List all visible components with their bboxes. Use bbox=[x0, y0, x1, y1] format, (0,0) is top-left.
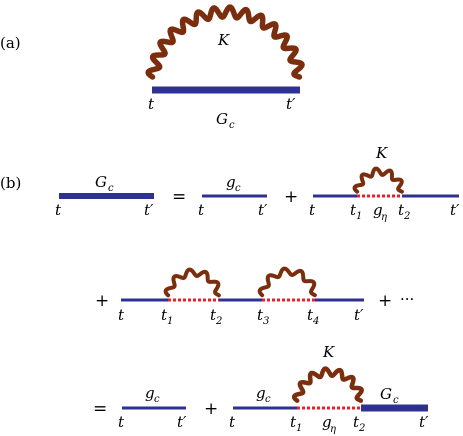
row2-leading-plus-sign: + bbox=[95, 291, 109, 311]
row2-t3-label: t 3 bbox=[257, 306, 269, 327]
row3-bare-t: t bbox=[118, 413, 125, 431]
panel-a-t-left: t bbox=[148, 95, 155, 113]
row3-kernel-label: K bbox=[322, 343, 335, 361]
svg-text:2: 2 bbox=[403, 211, 410, 222]
panel-a-kernel-wiggle bbox=[145, 4, 305, 80]
svg-text:2: 2 bbox=[215, 316, 222, 327]
row1-g-eta-label: g η bbox=[373, 201, 387, 223]
row1-lhs-t-prime: t′ bbox=[144, 201, 154, 219]
svg-text:g: g bbox=[226, 173, 236, 191]
row1-kernel-wiggle bbox=[352, 166, 404, 194]
svg-text:t: t bbox=[161, 306, 168, 324]
row2-t: t bbox=[118, 306, 125, 324]
row1-equals-sign: = bbox=[172, 187, 186, 207]
panel-a-t-right: t′ bbox=[286, 95, 296, 113]
row3-bare-propagator-label: g c bbox=[145, 384, 160, 405]
row2-t4-label: t 4 bbox=[307, 306, 319, 327]
panel-a-kernel-label: K bbox=[217, 31, 230, 49]
svg-text:g: g bbox=[256, 384, 266, 402]
svg-text:G: G bbox=[216, 110, 228, 128]
row3-equals-sign: = bbox=[93, 399, 107, 419]
svg-text:2: 2 bbox=[358, 423, 365, 434]
panel-a-propagator-label: G c bbox=[216, 110, 235, 131]
row2-trailing-plus-sign: + bbox=[378, 291, 392, 311]
svg-text:t: t bbox=[353, 413, 360, 431]
row1-bare-t-prime: t′ bbox=[258, 201, 268, 219]
svg-text:G: G bbox=[380, 385, 392, 403]
svg-text:1: 1 bbox=[356, 211, 362, 222]
svg-text:t: t bbox=[290, 413, 297, 431]
row2-kernel-wiggle-1 bbox=[163, 267, 221, 298]
row2-t1-label: t 1 bbox=[161, 306, 173, 327]
row3-t: t bbox=[229, 413, 236, 431]
row3-t2-label: t 2 bbox=[353, 413, 365, 434]
svg-text:η: η bbox=[330, 424, 336, 435]
row1-t2-label: t 2 bbox=[398, 201, 410, 222]
svg-text:c: c bbox=[235, 183, 241, 194]
row1-bare-propagator-label: g c bbox=[226, 173, 241, 194]
row1-kernel-label: K bbox=[375, 144, 388, 162]
svg-text:c: c bbox=[108, 183, 114, 194]
row3-bare-t-prime: t′ bbox=[177, 413, 187, 431]
row3-t-prime: t′ bbox=[419, 413, 429, 431]
svg-text:t: t bbox=[307, 306, 314, 324]
svg-text:c: c bbox=[154, 394, 160, 405]
svg-text:t: t bbox=[210, 306, 217, 324]
row1-t-prime: t′ bbox=[450, 201, 460, 219]
svg-text:η: η bbox=[381, 212, 387, 223]
svg-text:G: G bbox=[95, 173, 107, 191]
row3-t1-label: t 1 bbox=[290, 413, 302, 434]
row2-t-prime: t′ bbox=[354, 306, 364, 324]
row3-plus-sign: + bbox=[204, 399, 218, 419]
svg-text:t: t bbox=[350, 201, 357, 219]
row1-t: t bbox=[309, 201, 316, 219]
row2-t2-label: t 2 bbox=[210, 306, 222, 327]
row3-kernel-wiggle bbox=[291, 366, 364, 403]
svg-text:g: g bbox=[322, 413, 332, 431]
svg-text:c: c bbox=[265, 394, 271, 405]
svg-text:g: g bbox=[145, 384, 155, 402]
svg-text:1: 1 bbox=[296, 423, 302, 434]
row1-plus-sign: + bbox=[284, 187, 298, 207]
svg-text:3: 3 bbox=[263, 316, 269, 327]
row3-full-propagator-label: G c bbox=[380, 385, 399, 406]
row1-full-propagator-label: G c bbox=[95, 173, 114, 194]
row2-kernel-wiggle-2 bbox=[257, 266, 317, 298]
panel-b-label: (b) bbox=[0, 174, 21, 192]
row2-ellipsis: ··· bbox=[400, 290, 414, 308]
row1-bare-t: t bbox=[198, 201, 205, 219]
svg-text:1: 1 bbox=[167, 316, 173, 327]
svg-text:c: c bbox=[229, 120, 235, 131]
row3-g-eta-label: g η bbox=[322, 413, 336, 435]
panel-a-label: (a) bbox=[0, 34, 21, 52]
row1-t1-label: t 1 bbox=[350, 201, 362, 222]
svg-text:g: g bbox=[373, 201, 383, 219]
row3-bare-left-label: g c bbox=[256, 384, 271, 405]
svg-text:t: t bbox=[257, 306, 264, 324]
row1-lhs-t: t bbox=[55, 201, 62, 219]
svg-text:c: c bbox=[393, 395, 399, 406]
svg-text:4: 4 bbox=[312, 316, 319, 327]
svg-text:t: t bbox=[398, 201, 405, 219]
